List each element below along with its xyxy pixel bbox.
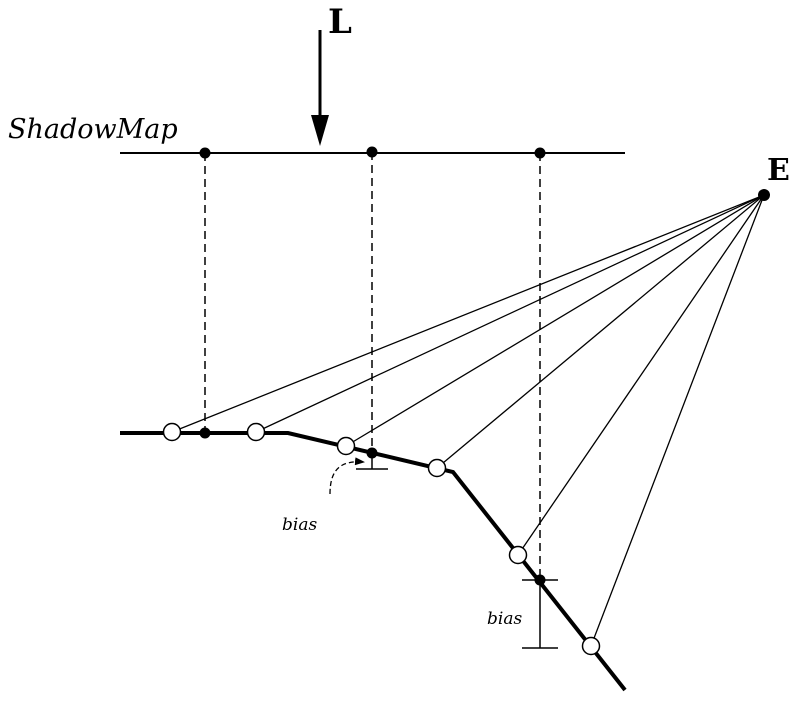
surface-sample-1 [199,427,211,439]
bias-label-small: bias [282,515,317,535]
light-arrow [311,30,329,146]
view-points [162,422,601,656]
view-point-6 [581,636,601,656]
shadow-map-label: ShadowMap [8,114,178,145]
bias-pointer-arrow [329,457,365,495]
light-label: L [328,2,352,42]
eye-point [758,189,770,201]
surface-line [120,431,627,692]
view-point-3 [336,436,356,456]
view-rays [171,194,765,647]
bias-marker-small [356,453,388,470]
bias-label-large: bias [487,609,522,629]
view-point-2 [246,422,266,442]
view-point-5 [508,545,528,565]
eye-label: E [767,153,790,188]
view-point-1 [162,422,182,442]
view-point-4 [427,458,447,478]
bias-marker-large [522,579,558,649]
